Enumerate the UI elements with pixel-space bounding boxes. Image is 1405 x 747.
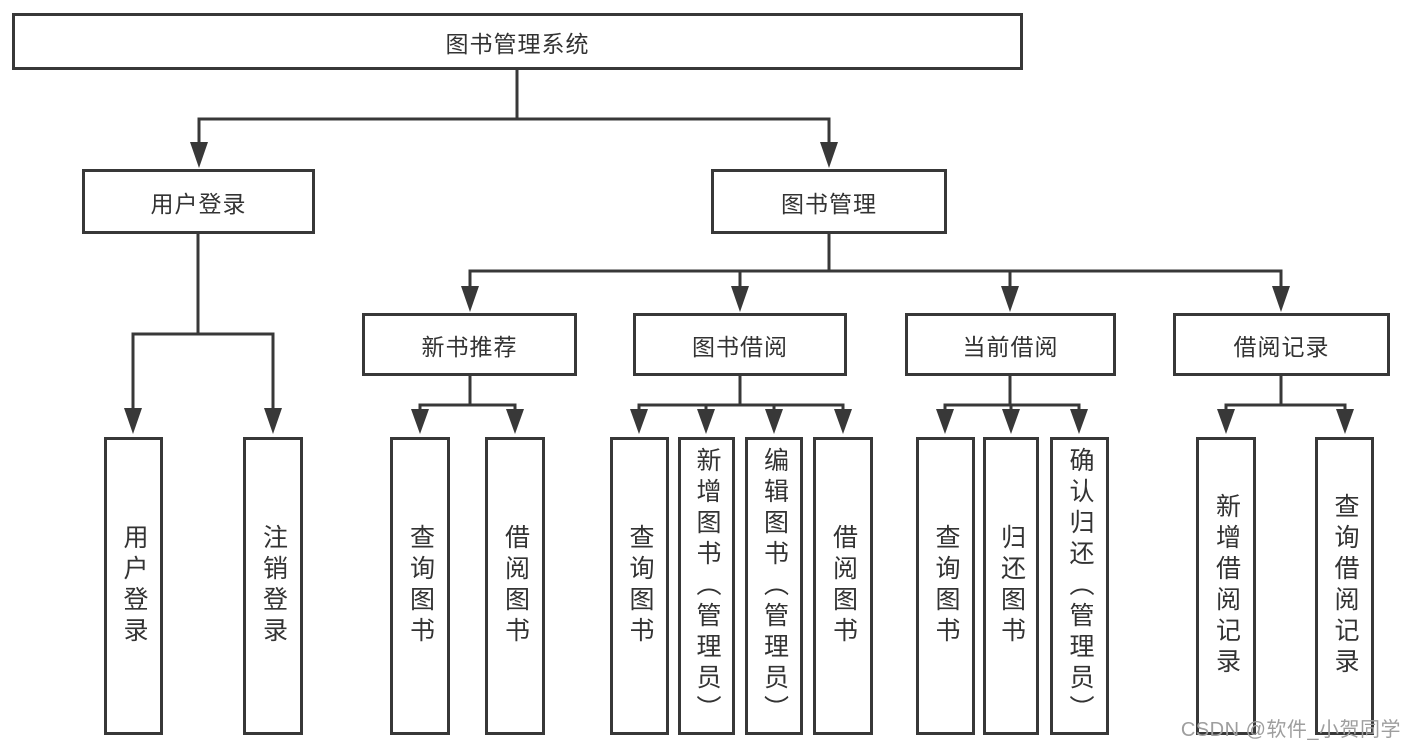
- arrow-to-leaf-add-book: [697, 409, 715, 434]
- leaf-query-books-under-borrowing: 查询图书: [610, 437, 669, 735]
- leaf-query-books-under-current: 查询图书: [916, 437, 975, 735]
- node-new-book-recommendation: 新书推荐: [362, 313, 577, 376]
- arrow-to-book-borrow: [731, 286, 749, 312]
- arrow-to-leaf-user-login: [124, 408, 142, 434]
- leaf-add-borrowing-record: 新增借阅记录: [1196, 437, 1256, 735]
- leaf-query-borrowing-record: 查询借阅记录: [1315, 437, 1374, 735]
- leaf-confirm-return-admin: 确认归还（管理员）: [1050, 437, 1109, 735]
- arrow-to-leaf-edit-book: [765, 409, 783, 434]
- connector-book-borrow-children: [637, 374, 845, 412]
- arrow-to-new-book-rec: [461, 286, 479, 312]
- leaf-edit-books-admin: 编辑图书（管理员）: [745, 437, 803, 735]
- arrow-to-leaf-add-record: [1217, 409, 1235, 434]
- leaf-return-books: 归还图书: [983, 437, 1039, 735]
- connector-borrow-record-children: [1224, 374, 1347, 412]
- arrowheads: [124, 142, 1354, 434]
- arrow-to-user-login: [190, 142, 208, 168]
- leaf-borrow-books-under-borrowing: 借阅图书: [813, 437, 873, 735]
- arrow-to-leaf-borrow-book-1: [506, 409, 524, 434]
- node-book-borrowing: 图书借阅: [633, 313, 847, 376]
- csdn-watermark: CSDN @软件_小贺同学: [1180, 719, 1401, 741]
- connector-root-children: [197, 67, 831, 146]
- node-current-borrowing: 当前借阅: [905, 313, 1116, 376]
- node-user-login: 用户登录: [82, 169, 315, 234]
- arrow-to-borrow-record: [1272, 286, 1290, 312]
- connector-book-mgmt-children: [468, 231, 1283, 290]
- arrow-to-leaf-borrow-book-2: [834, 409, 852, 434]
- node-book-management: 图书管理: [711, 169, 947, 234]
- node-root-system: 图书管理系统: [12, 13, 1023, 70]
- leaf-query-books-under-recommendation: 查询图书: [390, 437, 450, 735]
- connector-user-login-children: [131, 232, 275, 412]
- connector-current-borrow-children: [943, 374, 1081, 412]
- leaf-user-login: 用户登录: [104, 437, 163, 735]
- arrow-to-book-mgmt: [820, 142, 838, 168]
- arrow-to-leaf-query-book-3: [936, 409, 954, 434]
- leaf-borrow-books-under-recommendation: 借阅图书: [485, 437, 545, 735]
- leaf-add-books-admin: 新增图书（管理员）: [678, 437, 735, 735]
- arrow-to-leaf-return-book: [1002, 409, 1020, 434]
- connector-new-book-rec-children: [418, 374, 517, 412]
- arrow-to-current-borrow: [1001, 286, 1019, 312]
- arrow-to-leaf-logout: [264, 408, 282, 434]
- arrow-to-leaf-query-book-1: [411, 409, 429, 434]
- arrow-to-leaf-query-book-2: [630, 409, 648, 434]
- arrow-to-leaf-query-record: [1336, 409, 1354, 434]
- node-borrowing-records: 借阅记录: [1173, 313, 1390, 376]
- leaf-logout: 注销登录: [243, 437, 303, 735]
- arrow-to-leaf-confirm-return: [1070, 409, 1088, 434]
